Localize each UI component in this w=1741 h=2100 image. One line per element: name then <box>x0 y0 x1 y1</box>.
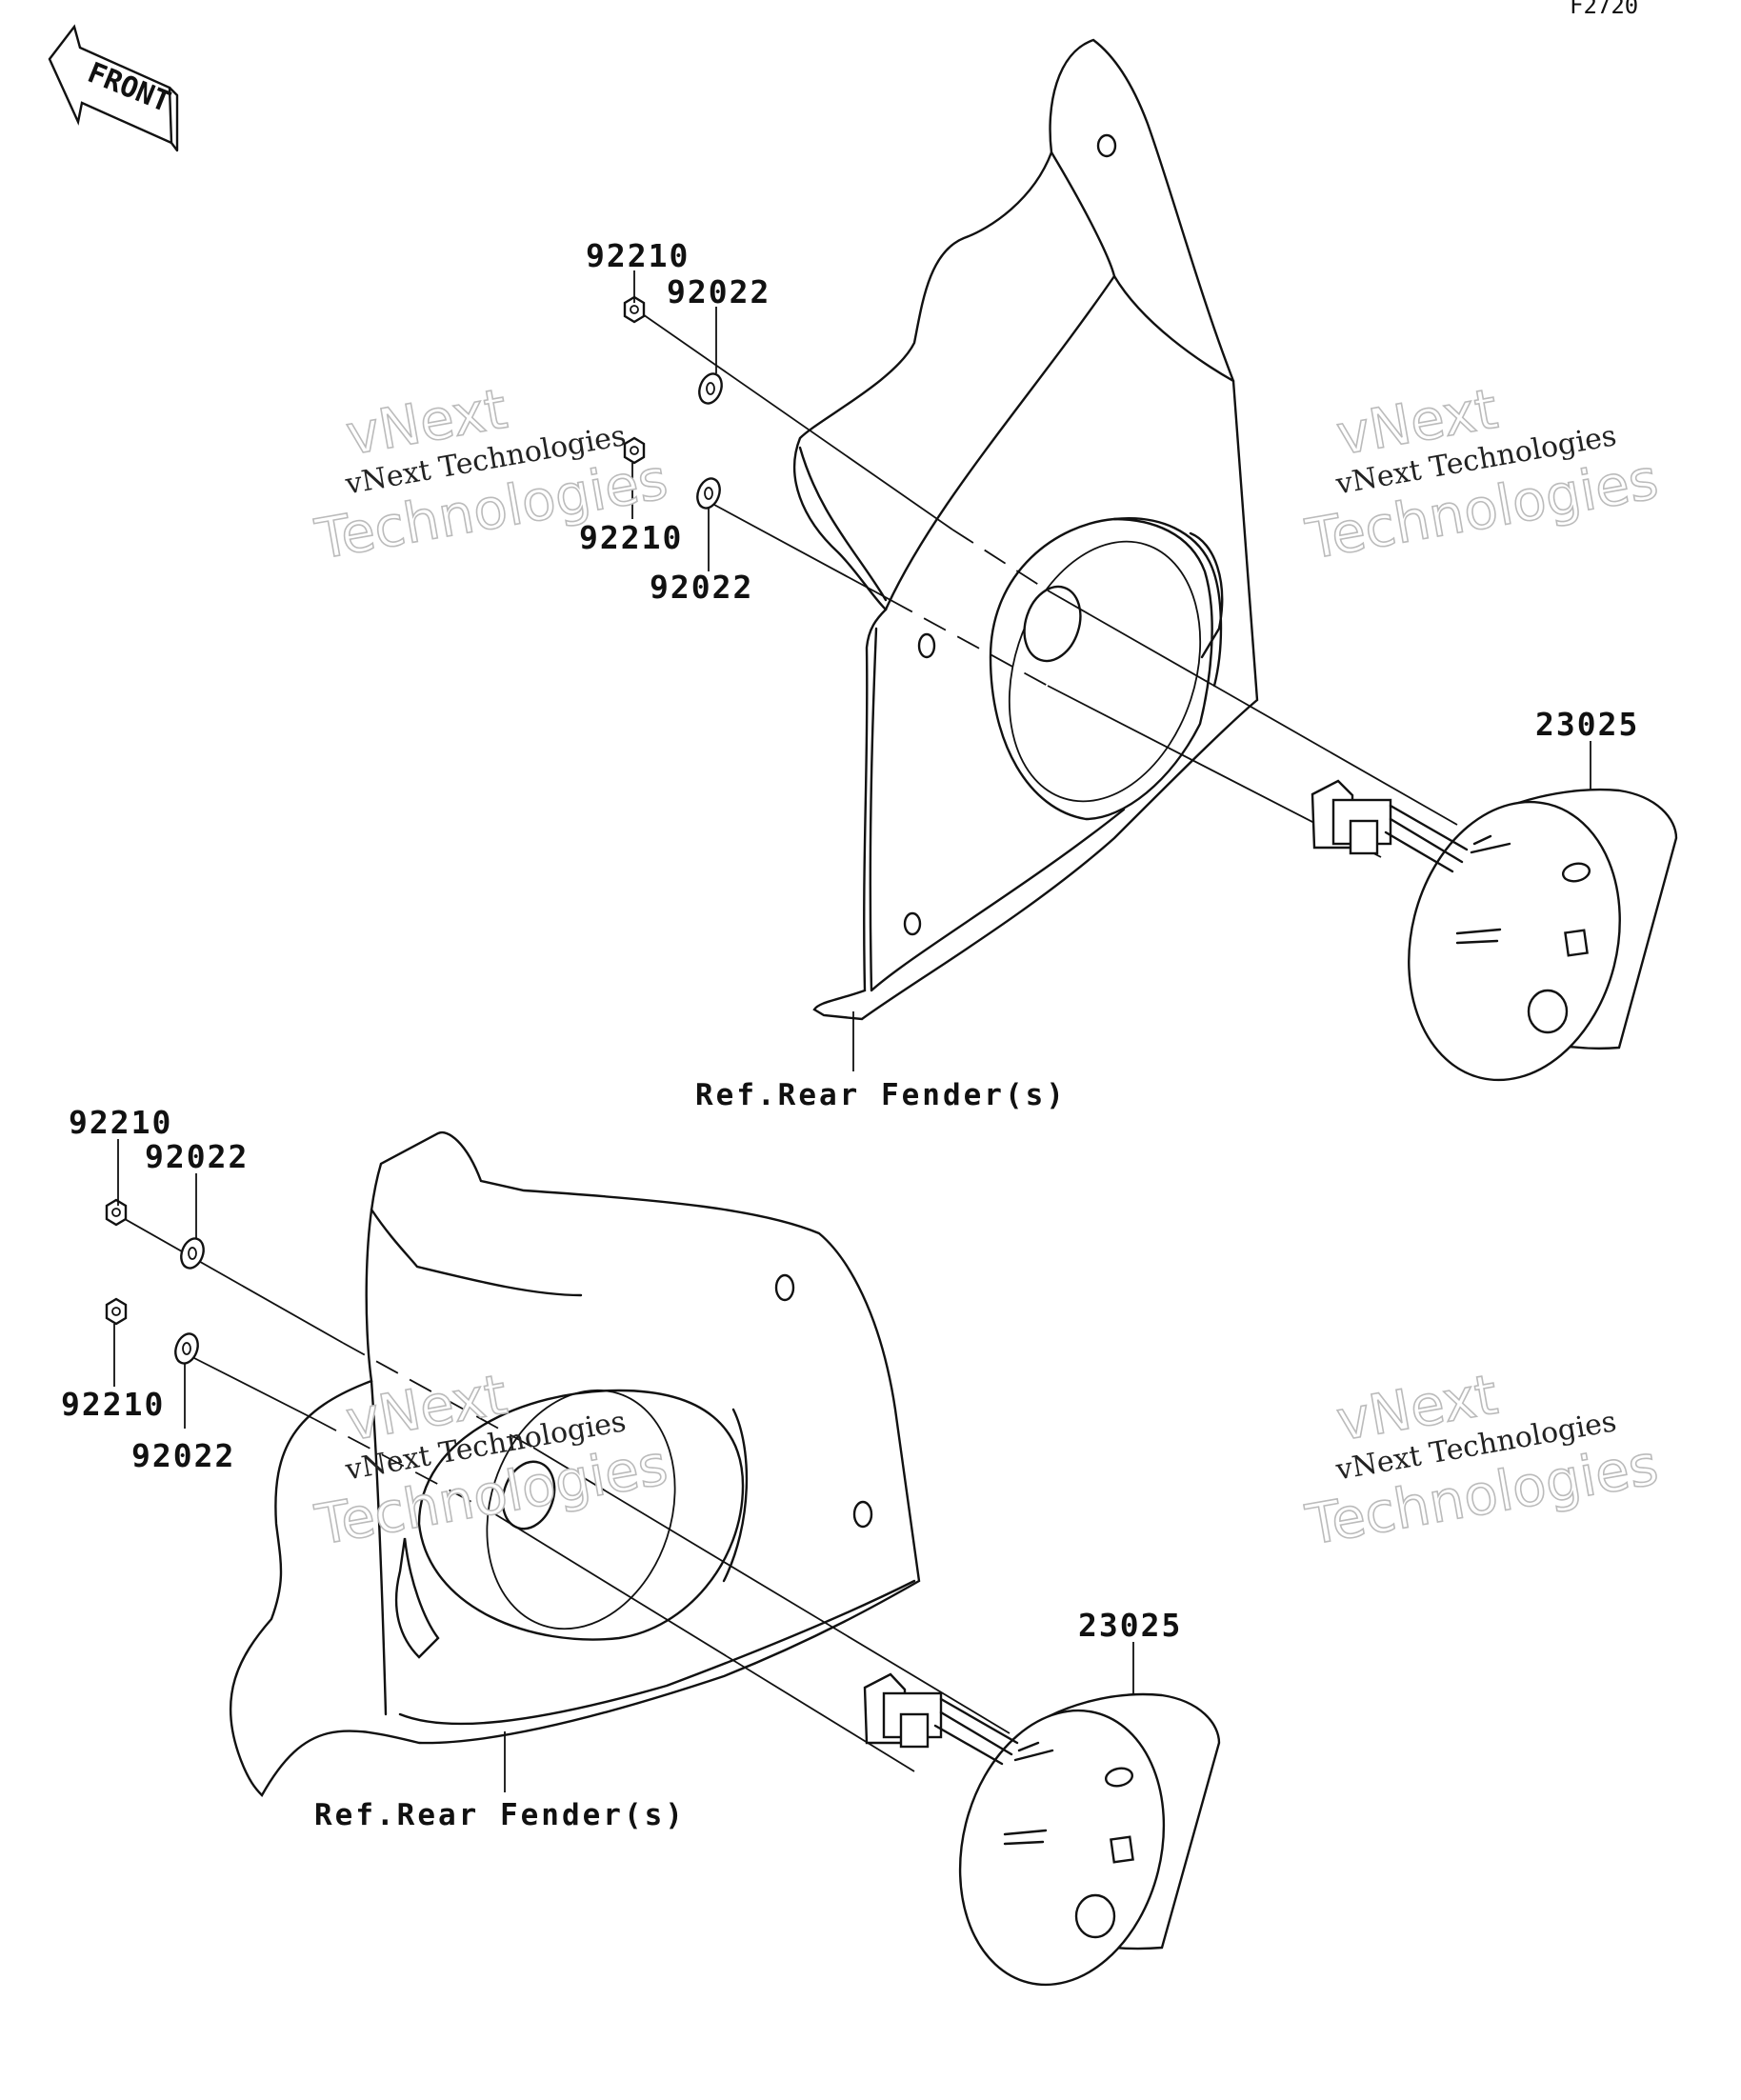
assembly-lines-bottom <box>117 1214 1011 1772</box>
lamp-bottom <box>863 1672 1221 1987</box>
front-arrow-icon: FRONT <box>48 24 179 152</box>
nut-bottom-1 <box>105 1198 128 1227</box>
callout-washer-bottom-1: 92022 <box>145 1138 249 1175</box>
washer-top-1 <box>698 372 723 405</box>
callout-nut-bottom-2: 92210 <box>61 1386 165 1423</box>
fender-top <box>792 38 1259 1021</box>
washer-bottom-1 <box>180 1237 205 1270</box>
callout-nut-bottom-1: 92210 <box>69 1104 172 1141</box>
callout-nut-top-1: 92210 <box>586 237 690 274</box>
watermark-top-right: vNext vNext Technologies Technologies <box>1300 375 1663 572</box>
callout-lamp-top: 23025 <box>1535 706 1639 743</box>
callout-lamp-bottom: 23025 <box>1078 1607 1182 1644</box>
ref-label-top: Ref.Rear Fender(s) <box>695 1078 1067 1112</box>
figure-code: F2720 <box>1570 0 1638 19</box>
ref-label-bottom: Ref.Rear Fender(s) <box>314 1798 686 1832</box>
washer-top-2 <box>696 477 721 510</box>
nut-top-2 <box>623 436 646 465</box>
callout-nut-top-2: 92210 <box>579 519 683 556</box>
fender-bottom <box>229 1130 921 1797</box>
lamp-top <box>1311 779 1678 1082</box>
washer-bottom-2 <box>174 1332 199 1365</box>
callout-washer-top-2: 92022 <box>650 569 753 606</box>
callout-washer-top-1: 92022 <box>667 273 770 310</box>
watermark-top-left: vNext vNext Technologies Technologies <box>310 375 672 572</box>
nut-bottom-2 <box>105 1297 128 1326</box>
callout-washer-bottom-2: 92022 <box>131 1437 235 1474</box>
watermark-bottom-right: vNext vNext Technologies Technologies <box>1300 1361 1663 1558</box>
